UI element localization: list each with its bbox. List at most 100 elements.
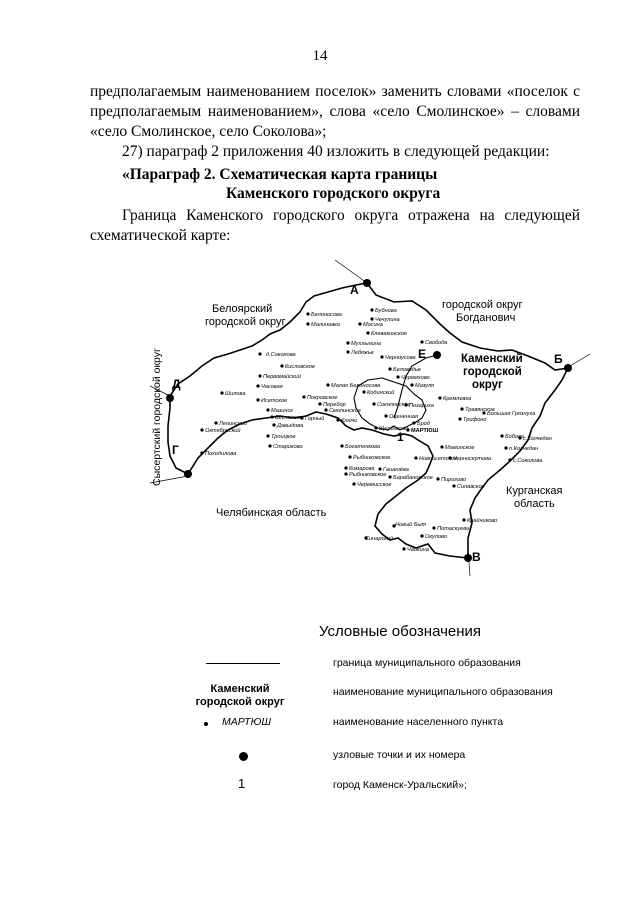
settlement-label-s39: Октябрьский (205, 427, 241, 434)
legend-boundary-desc: граница муниципального образования (333, 657, 521, 669)
settlement-dot-s33 (300, 416, 304, 420)
settlement-label-s13: Беловодье (393, 367, 421, 373)
settlement-dot-s15 (258, 374, 262, 378)
legend-settlement-desc: наименование населенного пункта (333, 716, 504, 728)
settlement-label-s01: Белоносова (311, 312, 342, 318)
settlement-label-s29: Кремлевка (443, 396, 471, 402)
settlement-label-s15: Первомайский (263, 373, 301, 380)
node-point-v (464, 554, 472, 562)
settlement-label-s18: Мазуля (415, 383, 434, 389)
settlement-label-s57: Барабановское (393, 475, 433, 481)
settlement-dot-s14 (396, 375, 400, 379)
settlement-dot-s45 (266, 434, 270, 438)
settlement-label-s14: Черемхово (401, 375, 430, 381)
settlement-dot-s48 (268, 444, 272, 448)
region-label-kamensky-1: Каменский (461, 353, 523, 365)
settlement-dot-s35 (412, 421, 416, 425)
settlement-label-s03: Чечулина (375, 317, 400, 323)
region-label-kamensky-3: округ (472, 379, 503, 391)
settlement-label-s62: Новый Быт (395, 521, 427, 528)
settlement-dot-s04 (306, 322, 310, 326)
settlement-dot-s49 (348, 455, 352, 459)
settlement-label-s50: Новоисетское (419, 456, 457, 462)
settlement-dot-s43 (518, 436, 522, 440)
settlement-label-s25: Соколовское (377, 402, 411, 408)
settlement-label-s60: Рыбниковское (349, 472, 386, 478)
region-label-beloyarsky-2: городской округ (205, 316, 286, 328)
settlement-label-s19: Кодинский (367, 389, 394, 396)
settlement-label-s36: Большая Грязнуха (487, 411, 535, 417)
settlement-label-s33: Горный (305, 415, 324, 422)
settlement-label-s07: Мухлынина (351, 341, 381, 347)
settlement-dot-s51 (448, 456, 452, 460)
legend-name-sample: Каменский городской округ (190, 683, 290, 709)
legend-name-sample-line-2: городской округ (195, 696, 285, 708)
city-boundary (353, 377, 427, 431)
node-label-d: Д (172, 377, 181, 391)
settlement-label-s64: Синарский (365, 535, 393, 542)
settlement-dot-s52 (508, 458, 512, 462)
settlement-label-s65: Окулово (425, 534, 447, 540)
settlement-dot-s58 (352, 482, 356, 486)
settlement-dot-s65 (420, 534, 424, 538)
settlement-label-s51: Черноскутова (453, 456, 491, 462)
settlement-dot-s32 (272, 423, 276, 427)
settlement-label-s05: Мосина (363, 322, 383, 328)
settlement-label-s41: МАРТЮШ (411, 428, 439, 434)
legend-boundary-line-sample (206, 663, 280, 664)
schematic-map: А Б В Г Д Е 1 Белоярский городской округ… (150, 259, 591, 577)
settlement-dot-s61 (462, 518, 466, 522)
okrug-boundary (167, 282, 570, 559)
settlement-dot-s28 (404, 403, 408, 407)
settlement-label-s55: Сипавское (457, 484, 485, 490)
city-number-label: 1 (397, 430, 404, 444)
settlement-label-s28: Позариха (409, 403, 434, 409)
settlement-dot-s42 (500, 434, 504, 438)
page-number: 14 (312, 48, 328, 64)
node-label-b: Б (554, 352, 563, 366)
settlement-dot-s13 (388, 367, 392, 371)
settlement-label-s66: Чайкина (407, 546, 429, 553)
settlement-dot-s34 (336, 418, 340, 422)
node-label-a: А (350, 283, 359, 297)
settlement-label-s26: Мазинск (271, 408, 293, 414)
settlement-label-s12: Кисловское (285, 364, 315, 370)
settlement-dot-s62 (392, 524, 396, 528)
settlement-label-s30: Травянское (465, 407, 495, 413)
region-label-bogdanovich-2: Богданович (456, 312, 515, 324)
settlement-dot-s36 (482, 411, 486, 415)
settlement-label-s09: д.Соколова (266, 352, 296, 358)
settlement-dot-s24 (324, 408, 328, 412)
settlement-label-s43: с.Колчедан (523, 436, 552, 442)
settlement-label-s24: Смолинское (329, 408, 361, 414)
settlement-label-s02: Бубнова (375, 308, 397, 314)
region-label-bogdanovich-1: городской округ (442, 299, 523, 311)
node-point-d (166, 394, 174, 402)
settlement-dot-s07 (346, 341, 350, 345)
settlement-dot-s64 (364, 536, 368, 540)
settlement-dot-s57 (388, 475, 392, 479)
settlement-dot-s09 (258, 352, 262, 356)
settlement-dot-s01 (306, 312, 310, 316)
settlement-label-s46: Богатенкова (345, 444, 380, 450)
boundary-line-b-ext (569, 353, 591, 367)
settlement-dot-s16 (256, 384, 260, 388)
settlement-label-s40: Щербаково (379, 426, 408, 432)
settlement-label-s52: с.Соколова (513, 458, 542, 464)
settlement-dot-s41 (406, 428, 410, 432)
boundary-line-d-ext (150, 385, 171, 397)
legend-city-number-sample: 1 (238, 776, 246, 791)
settlement-dot-s22 (302, 395, 306, 399)
settlement-label-s48: Стариково (273, 444, 303, 450)
settlement-label-s38: Трифоно (463, 417, 487, 423)
settlement-label-s34: Ключи (341, 418, 357, 424)
settlement-label-s20: Шилова (225, 391, 245, 397)
settlement-dot-s46 (340, 444, 344, 448)
settlement-dot-s19 (362, 390, 366, 394)
settlement-dot-s55 (452, 484, 456, 488)
settlement-label-s58: Черемисское (357, 482, 391, 488)
settlement-label-s21: Исетское (261, 398, 287, 404)
settlement-label-s16: Часовая (261, 384, 283, 390)
legend-name-sample-line-1: Каменский (210, 683, 270, 695)
settlement-label-s32: Давыдова (276, 423, 303, 429)
